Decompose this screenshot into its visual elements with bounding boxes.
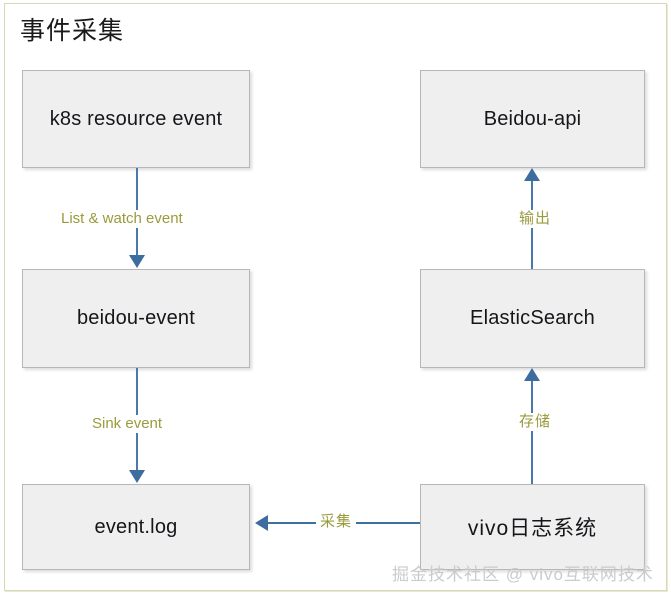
node-elasticsearch[interactable]: ElasticSearch (420, 269, 645, 368)
edge-label-cunchu: 存储 (515, 413, 556, 431)
edge-label-caiji: 采集 (316, 513, 357, 531)
page-title: 事件采集 (20, 17, 125, 45)
edge-vivo-to-event-log-arrowhead (255, 515, 268, 531)
edge-label-shuchu: 输出 (515, 210, 556, 228)
node-event-log[interactable]: event.log (22, 484, 250, 570)
edge-label-sink-event: Sink event (88, 415, 167, 433)
watermark-text: 掘金技术社区 @ vivo互联网技术 (392, 565, 654, 584)
node-beidou-event[interactable]: beidou-event (22, 269, 250, 368)
node-k8s-resource-event[interactable]: k8s resource event (22, 70, 250, 168)
edge-vivo-to-elasticsearch-arrowhead (524, 368, 540, 381)
node-beidou-api[interactable]: Beidou-api (420, 70, 645, 168)
edge-vivo-to-elasticsearch-line (531, 381, 533, 484)
edge-k8s-to-beidou-event-arrowhead (129, 255, 145, 268)
node-vivo-log-system[interactable]: vivo日志系统 (420, 484, 645, 570)
edge-label-list-and-watch-event: List & watch event (57, 210, 187, 228)
edge-elasticsearch-to-beidou-api-arrowhead (524, 168, 540, 181)
edge-beidou-event-to-event-log-arrowhead (129, 470, 145, 483)
